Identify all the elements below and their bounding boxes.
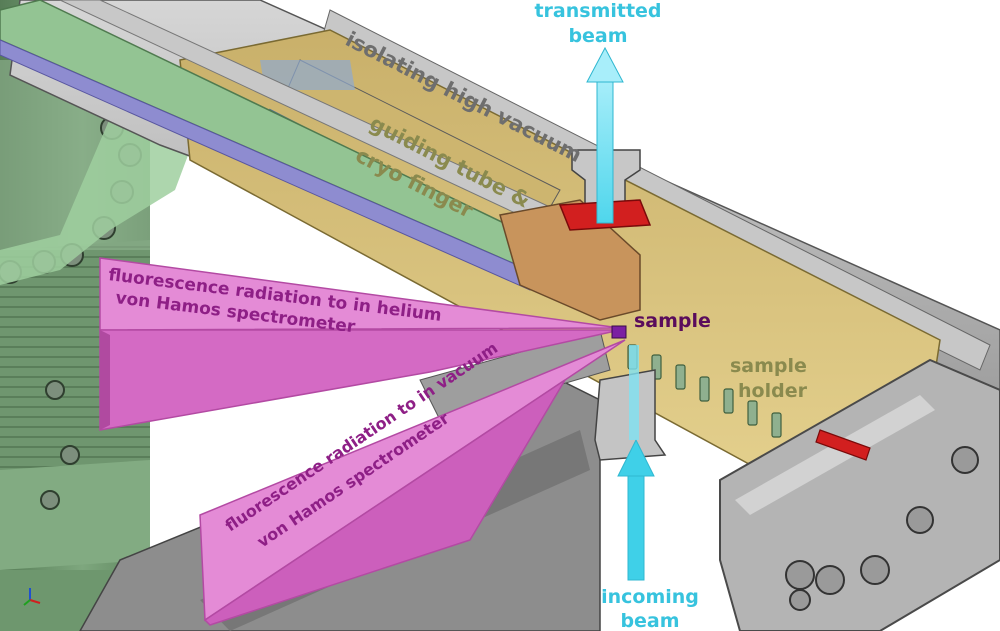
sample-marker <box>611 325 627 339</box>
axis-triad-icon <box>23 588 41 606</box>
label-sample-holder-line1: sample <box>730 355 807 377</box>
fluorescence-cone-vacuum <box>199 339 626 626</box>
red-screw <box>815 429 871 461</box>
copper-block <box>499 199 641 321</box>
transmitted-beam-arrow <box>586 46 624 224</box>
incoming-beam-arrow <box>617 345 655 581</box>
label-incoming-beam-line2: beam <box>620 610 679 631</box>
end-cap-bolts <box>785 446 979 611</box>
fluorescence-cone-helium <box>99 257 621 431</box>
label-incoming-beam-line1: incoming <box>601 586 699 608</box>
end-cap-flange <box>719 358 1000 631</box>
green-flange-plate <box>0 100 190 285</box>
label-sample: sample <box>634 310 711 332</box>
label-transmitted-beam-line2: beam <box>568 25 627 47</box>
label-sample-holder-line2: holder <box>738 380 808 402</box>
label-transmitted-beam-line1: transmitted <box>534 0 661 22</box>
cryo-finger-rods <box>0 0 601 291</box>
